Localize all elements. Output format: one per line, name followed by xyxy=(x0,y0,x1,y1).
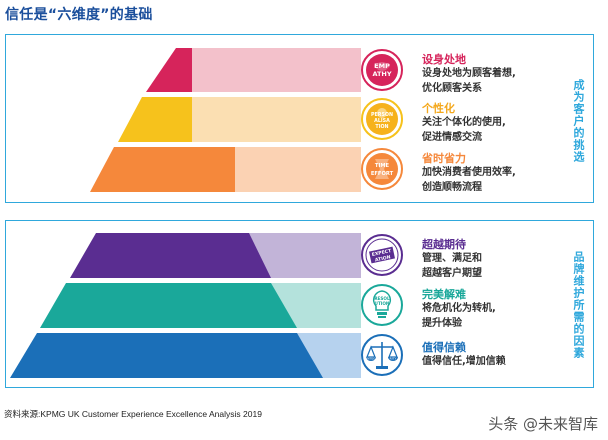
integrity-icon: INTEG RITY xyxy=(360,333,404,377)
pyramid-slice-expectation xyxy=(70,233,271,278)
band-personalisation xyxy=(162,97,361,142)
watermark: 头条 @未来智库 xyxy=(488,415,598,433)
pyramid-top xyxy=(90,48,361,192)
pyramid-slice-personalisation xyxy=(118,97,192,142)
tier-heading-personalisation: 个性化 xyxy=(422,102,455,115)
svg-text:ATION: ATION xyxy=(374,254,391,263)
tier-desc-time-effort: 加快消费者使用效率, 创造顺畅流程 xyxy=(422,167,516,193)
tier-heading-empathy: 设身处地 xyxy=(422,53,466,66)
svg-text:EXPECT: EXPECT xyxy=(371,248,392,258)
svg-text:RESOL: RESOL xyxy=(374,296,390,301)
pyramid-slice-time-effort xyxy=(90,147,235,192)
panel-functional-tiers: EXPECT ATION RESOL UTION INTEG RITY 超越期待 xyxy=(5,220,594,388)
svg-text:TION: TION xyxy=(375,124,388,130)
panel-emotional-tiers: EMP ATHY PERSON ALISA TION TIME EFFORT 设… xyxy=(5,34,594,203)
side-label-bottom: 品牌维护所需的因素 xyxy=(572,251,585,359)
pyramid-bottom xyxy=(10,233,361,378)
svg-text:UTION: UTION xyxy=(375,301,390,306)
tier-desc-resolution: 将危机化为转机, 提升体验 xyxy=(422,303,496,329)
time-effort-icon: TIME EFFORT xyxy=(360,147,404,191)
page-title: 信任是“六维度”的基础 xyxy=(5,7,153,23)
empathy-icon: EMP ATHY xyxy=(360,48,404,92)
svg-text:EFFORT: EFFORT xyxy=(371,171,394,177)
tier-desc-personalisation: 关注个体化的使用, 促进情感交流 xyxy=(422,117,506,143)
tier-heading-time-effort: 省时省力 xyxy=(422,152,466,165)
expectation-icon: EXPECT ATION xyxy=(360,233,404,277)
tier-desc-expectation: 管理、满足和 超越客户期望 xyxy=(422,253,482,279)
svg-text:TIME: TIME xyxy=(375,163,390,169)
band-empathy xyxy=(192,48,361,92)
personalisation-icon: PERSON ALISA TION xyxy=(360,97,404,141)
resolution-icon: RESOL UTION xyxy=(360,283,404,327)
pyramid-slice-empathy xyxy=(146,48,192,92)
tier-desc-empathy: 设身处地为顾客着想, 优化顾客关系 xyxy=(422,68,516,94)
pyramid-slice-integrity xyxy=(10,333,323,378)
svg-text:EMP: EMP xyxy=(374,62,390,70)
tier-heading-integrity: 值得信赖 xyxy=(422,341,466,354)
tier-heading-expectation: 超越期待 xyxy=(422,238,466,251)
side-label-top: 成为客户的挑选 xyxy=(572,79,585,163)
svg-text:INTEG: INTEG xyxy=(366,357,376,361)
source-note: 资料来源:KPMG UK Customer Experience Excelle… xyxy=(4,409,262,419)
tier-desc-integrity: 值得信任,增加信赖 xyxy=(422,356,506,367)
svg-text:PERSON: PERSON xyxy=(371,112,393,118)
tier-heading-resolution: 完美解难 xyxy=(422,288,466,301)
svg-text:RITY: RITY xyxy=(390,357,397,361)
pyramid-slice-resolution xyxy=(40,283,297,328)
svg-text:ATHY: ATHY xyxy=(372,70,391,78)
svg-text:ALISA: ALISA xyxy=(374,118,390,124)
